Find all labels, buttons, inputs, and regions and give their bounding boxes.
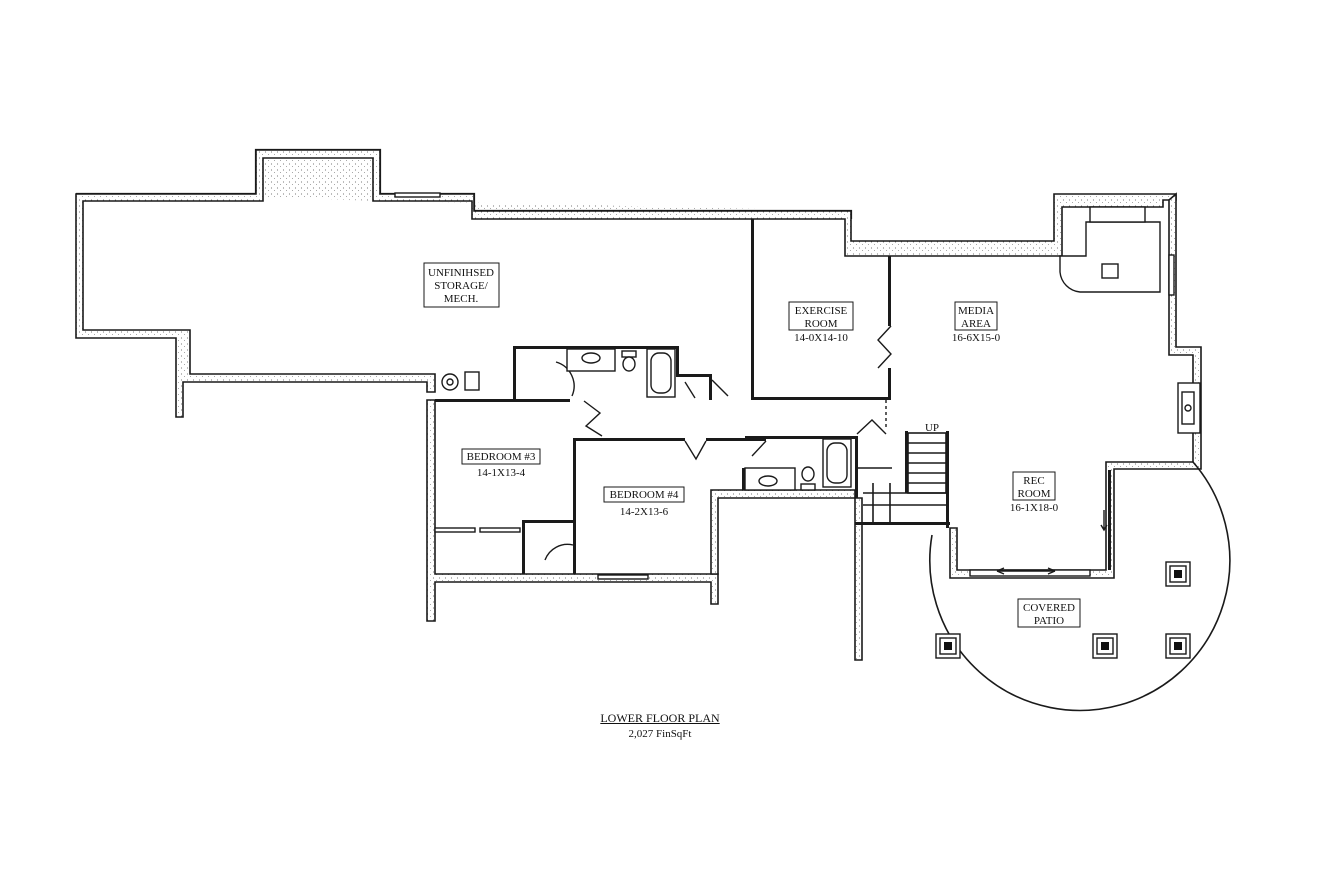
svg-text:UNFINIHSED: UNFINIHSED — [428, 267, 494, 279]
fireplace — [1177, 382, 1201, 434]
svg-text:MECH.: MECH. — [444, 293, 479, 305]
svg-text:BEDROOM #3: BEDROOM #3 — [467, 451, 536, 463]
bath-fixtures — [441, 348, 852, 491]
svg-text:EXERCISE: EXERCISE — [795, 305, 848, 317]
patio-column — [1165, 633, 1191, 659]
svg-text:COVERED: COVERED — [1023, 602, 1075, 614]
label-exercise: EXERCISE ROOM 14-0X14-10 — [788, 301, 854, 344]
patio-column — [1092, 633, 1118, 659]
label-media: MEDIA AREA 16-6X15-0 — [952, 301, 1001, 344]
svg-text:14-2X13-6: 14-2X13-6 — [620, 506, 669, 518]
svg-text:STORAGE/: STORAGE/ — [434, 280, 489, 292]
label-rec: REC ROOM 16-1X18-0 — [1010, 471, 1059, 514]
svg-text:16-1X18-0: 16-1X18-0 — [1010, 502, 1059, 514]
label-bedroom3: BEDROOM #3 14-1X13-4 — [461, 448, 541, 479]
bedroom4-wall-outer — [710, 489, 863, 661]
interior-walls — [435, 219, 1111, 574]
patio-column — [935, 633, 961, 659]
bedroom3-wall-outer — [426, 399, 719, 622]
label-patio: COVERED PATIO — [1017, 598, 1081, 628]
svg-text:BEDROOM #4: BEDROOM #4 — [610, 489, 679, 501]
patio-column — [1165, 561, 1191, 587]
svg-text:16-6X15-0: 16-6X15-0 — [952, 332, 1001, 344]
plan-title: LOWER FLOOR PLAN — [600, 711, 720, 725]
svg-text:14-0X14-10: 14-0X14-10 — [794, 332, 848, 344]
svg-text:AREA: AREA — [961, 318, 991, 330]
label-storage: UNFINIHSED STORAGE/ MECH. — [423, 262, 500, 308]
storage-wall-outer — [75, 149, 1177, 418]
svg-text:PATIO: PATIO — [1034, 615, 1064, 627]
stairs — [858, 432, 947, 522]
covered-patio — [929, 461, 1231, 712]
svg-text:ROOM: ROOM — [1017, 488, 1050, 500]
wet-bar — [1059, 206, 1161, 293]
svg-text:MEDIA: MEDIA — [958, 305, 994, 317]
svg-text:ROOM: ROOM — [804, 318, 837, 330]
svg-text:14-1X13-4: 14-1X13-4 — [477, 467, 526, 479]
doors — [544, 325, 892, 561]
label-bedroom4: BEDROOM #4 14-2X13-6 — [603, 486, 685, 518]
stair-up-label: UP — [925, 422, 939, 434]
svg-text:REC: REC — [1023, 475, 1044, 487]
plan-area: 2,027 FinSqFt — [628, 728, 692, 740]
foundation-walls — [75, 148, 1202, 661]
windows — [394, 192, 1175, 580]
right-wall-outer — [949, 192, 1202, 579]
